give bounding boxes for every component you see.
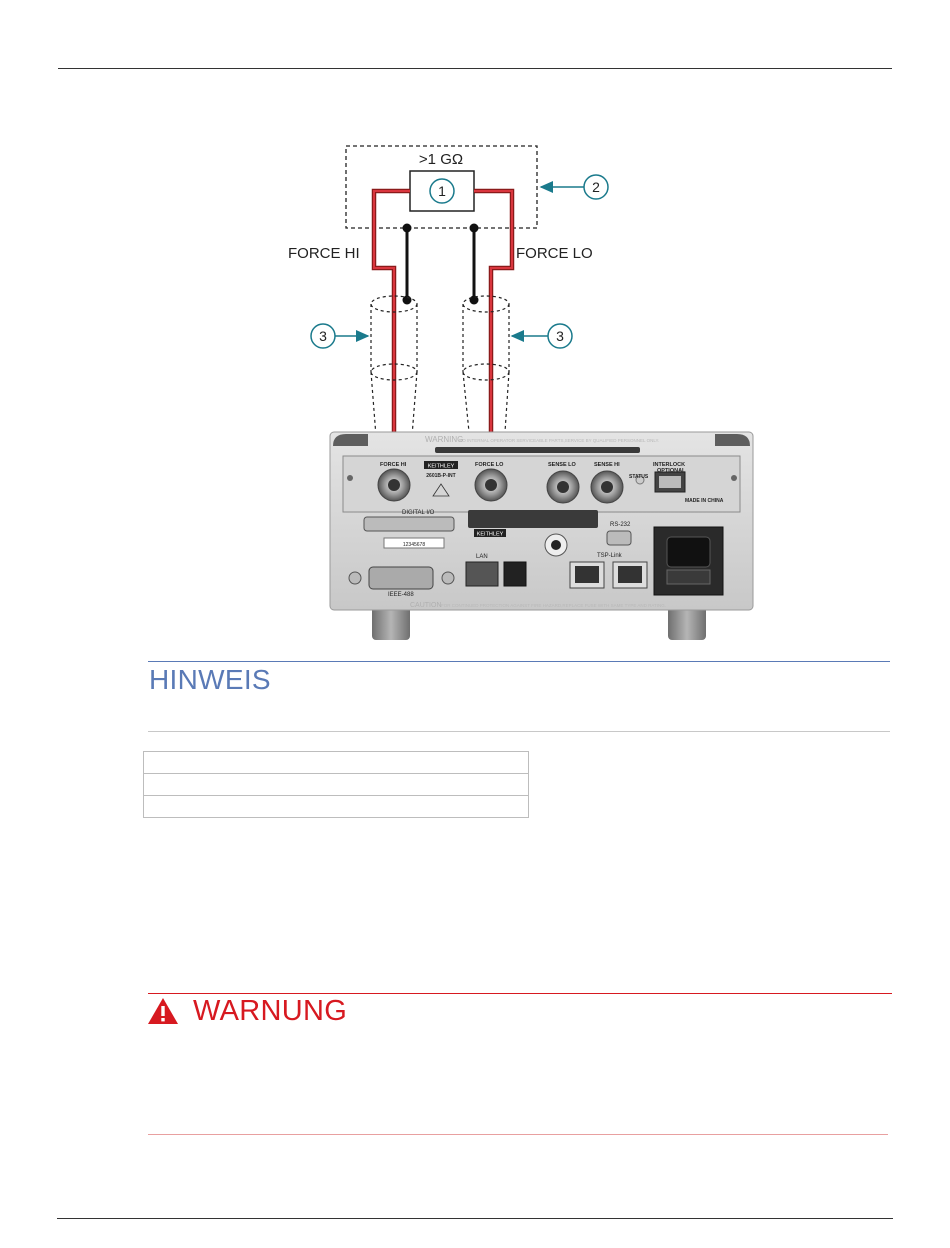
shield-enclosure [345, 145, 538, 229]
guard-wires [405, 228, 476, 300]
rs232-port [606, 530, 632, 546]
svg-text:DIGITAL I/O: DIGITAL I/O [402, 510, 435, 516]
coax-shield-left [370, 295, 418, 463]
digital-io-port [363, 516, 455, 532]
svg-text:IEEE-488: IEEE-488 [388, 592, 414, 598]
svg-text:1: 1 [438, 183, 446, 199]
force-hi-lead-highlight [373, 190, 410, 485]
resistor-value-label: >1 GΩ [419, 151, 463, 168]
svg-text:2601B-P-INT: 2601B-P-INT [426, 473, 455, 479]
table-row [143, 795, 529, 818]
footer-rule [57, 1218, 893, 1219]
warning-triangle-icon [148, 998, 178, 1024]
notice-bottom-rule [148, 731, 890, 732]
svg-text:WARNING: WARNING [425, 435, 463, 444]
empty-table [143, 751, 529, 818]
svg-text:CAUTION: CAUTION [410, 602, 442, 609]
warning-top-rule [148, 993, 892, 994]
notice-top-rule [148, 661, 890, 662]
warning-title: WARNUNG [193, 995, 348, 1027]
warning-bottom-rule [148, 1134, 888, 1135]
svg-text:RS-232: RS-232 [610, 522, 631, 528]
svg-text:FOR CONTINUED PROTECTION AGAIN: FOR CONTINUED PROTECTION AGAINST FIRE HA… [441, 603, 666, 608]
svg-text:MADE IN CHINA: MADE IN CHINA [685, 498, 724, 504]
svg-text:TSP-Link: TSP-Link [597, 553, 623, 559]
svg-text:INTERLOCK: INTERLOCK [653, 462, 685, 468]
svg-text:STATUS: STATUS [629, 474, 649, 480]
force-lo-label: FORCE LO [516, 245, 593, 262]
svg-text:OPTIONAL: OPTIONAL [657, 468, 686, 474]
force-lo-lead-highlight [474, 190, 513, 485]
svg-text:KEITHLEY: KEITHLEY [428, 464, 455, 470]
svg-text:FORCE HI: FORCE HI [380, 462, 407, 468]
svg-text:LAN: LAN [476, 554, 488, 560]
table-row [143, 751, 529, 774]
svg-text:NO INTERNAL OPERATOR SERVICEAB: NO INTERNAL OPERATOR SERVICEABLE PARTS,S… [459, 438, 659, 443]
lan-port [465, 561, 499, 587]
vent-top [435, 447, 640, 453]
instrument-rear-panel: WARNING NO INTERNAL OPERATOR SERVICEABLE… [329, 431, 754, 640]
svg-text:2: 2 [592, 179, 600, 195]
header-rule [58, 68, 892, 69]
connection-diagram: >1 GΩ 1 FORCE HI FORCE LO [288, 145, 754, 640]
ieee-488-port [368, 566, 434, 590]
callout-1 [429, 178, 455, 204]
svg-text:FORCE LO: FORCE LO [475, 462, 504, 468]
svg-text:3: 3 [556, 328, 564, 344]
notice-title: HINWEIS [149, 664, 271, 695]
usb-port [503, 561, 527, 587]
svg-text:SENSE LO: SENSE LO [548, 462, 577, 468]
svg-text:12345678: 12345678 [403, 542, 425, 548]
table-row [143, 773, 529, 796]
svg-text:SENSE HI: SENSE HI [594, 462, 620, 468]
right-foot [668, 606, 706, 640]
coax-shield-right [462, 295, 510, 463]
svg-text:3: 3 [319, 328, 327, 344]
force-hi-label: FORCE HI [288, 245, 360, 262]
svg-text:KEITHLEY: KEITHLEY [477, 532, 504, 538]
left-foot [372, 606, 410, 640]
